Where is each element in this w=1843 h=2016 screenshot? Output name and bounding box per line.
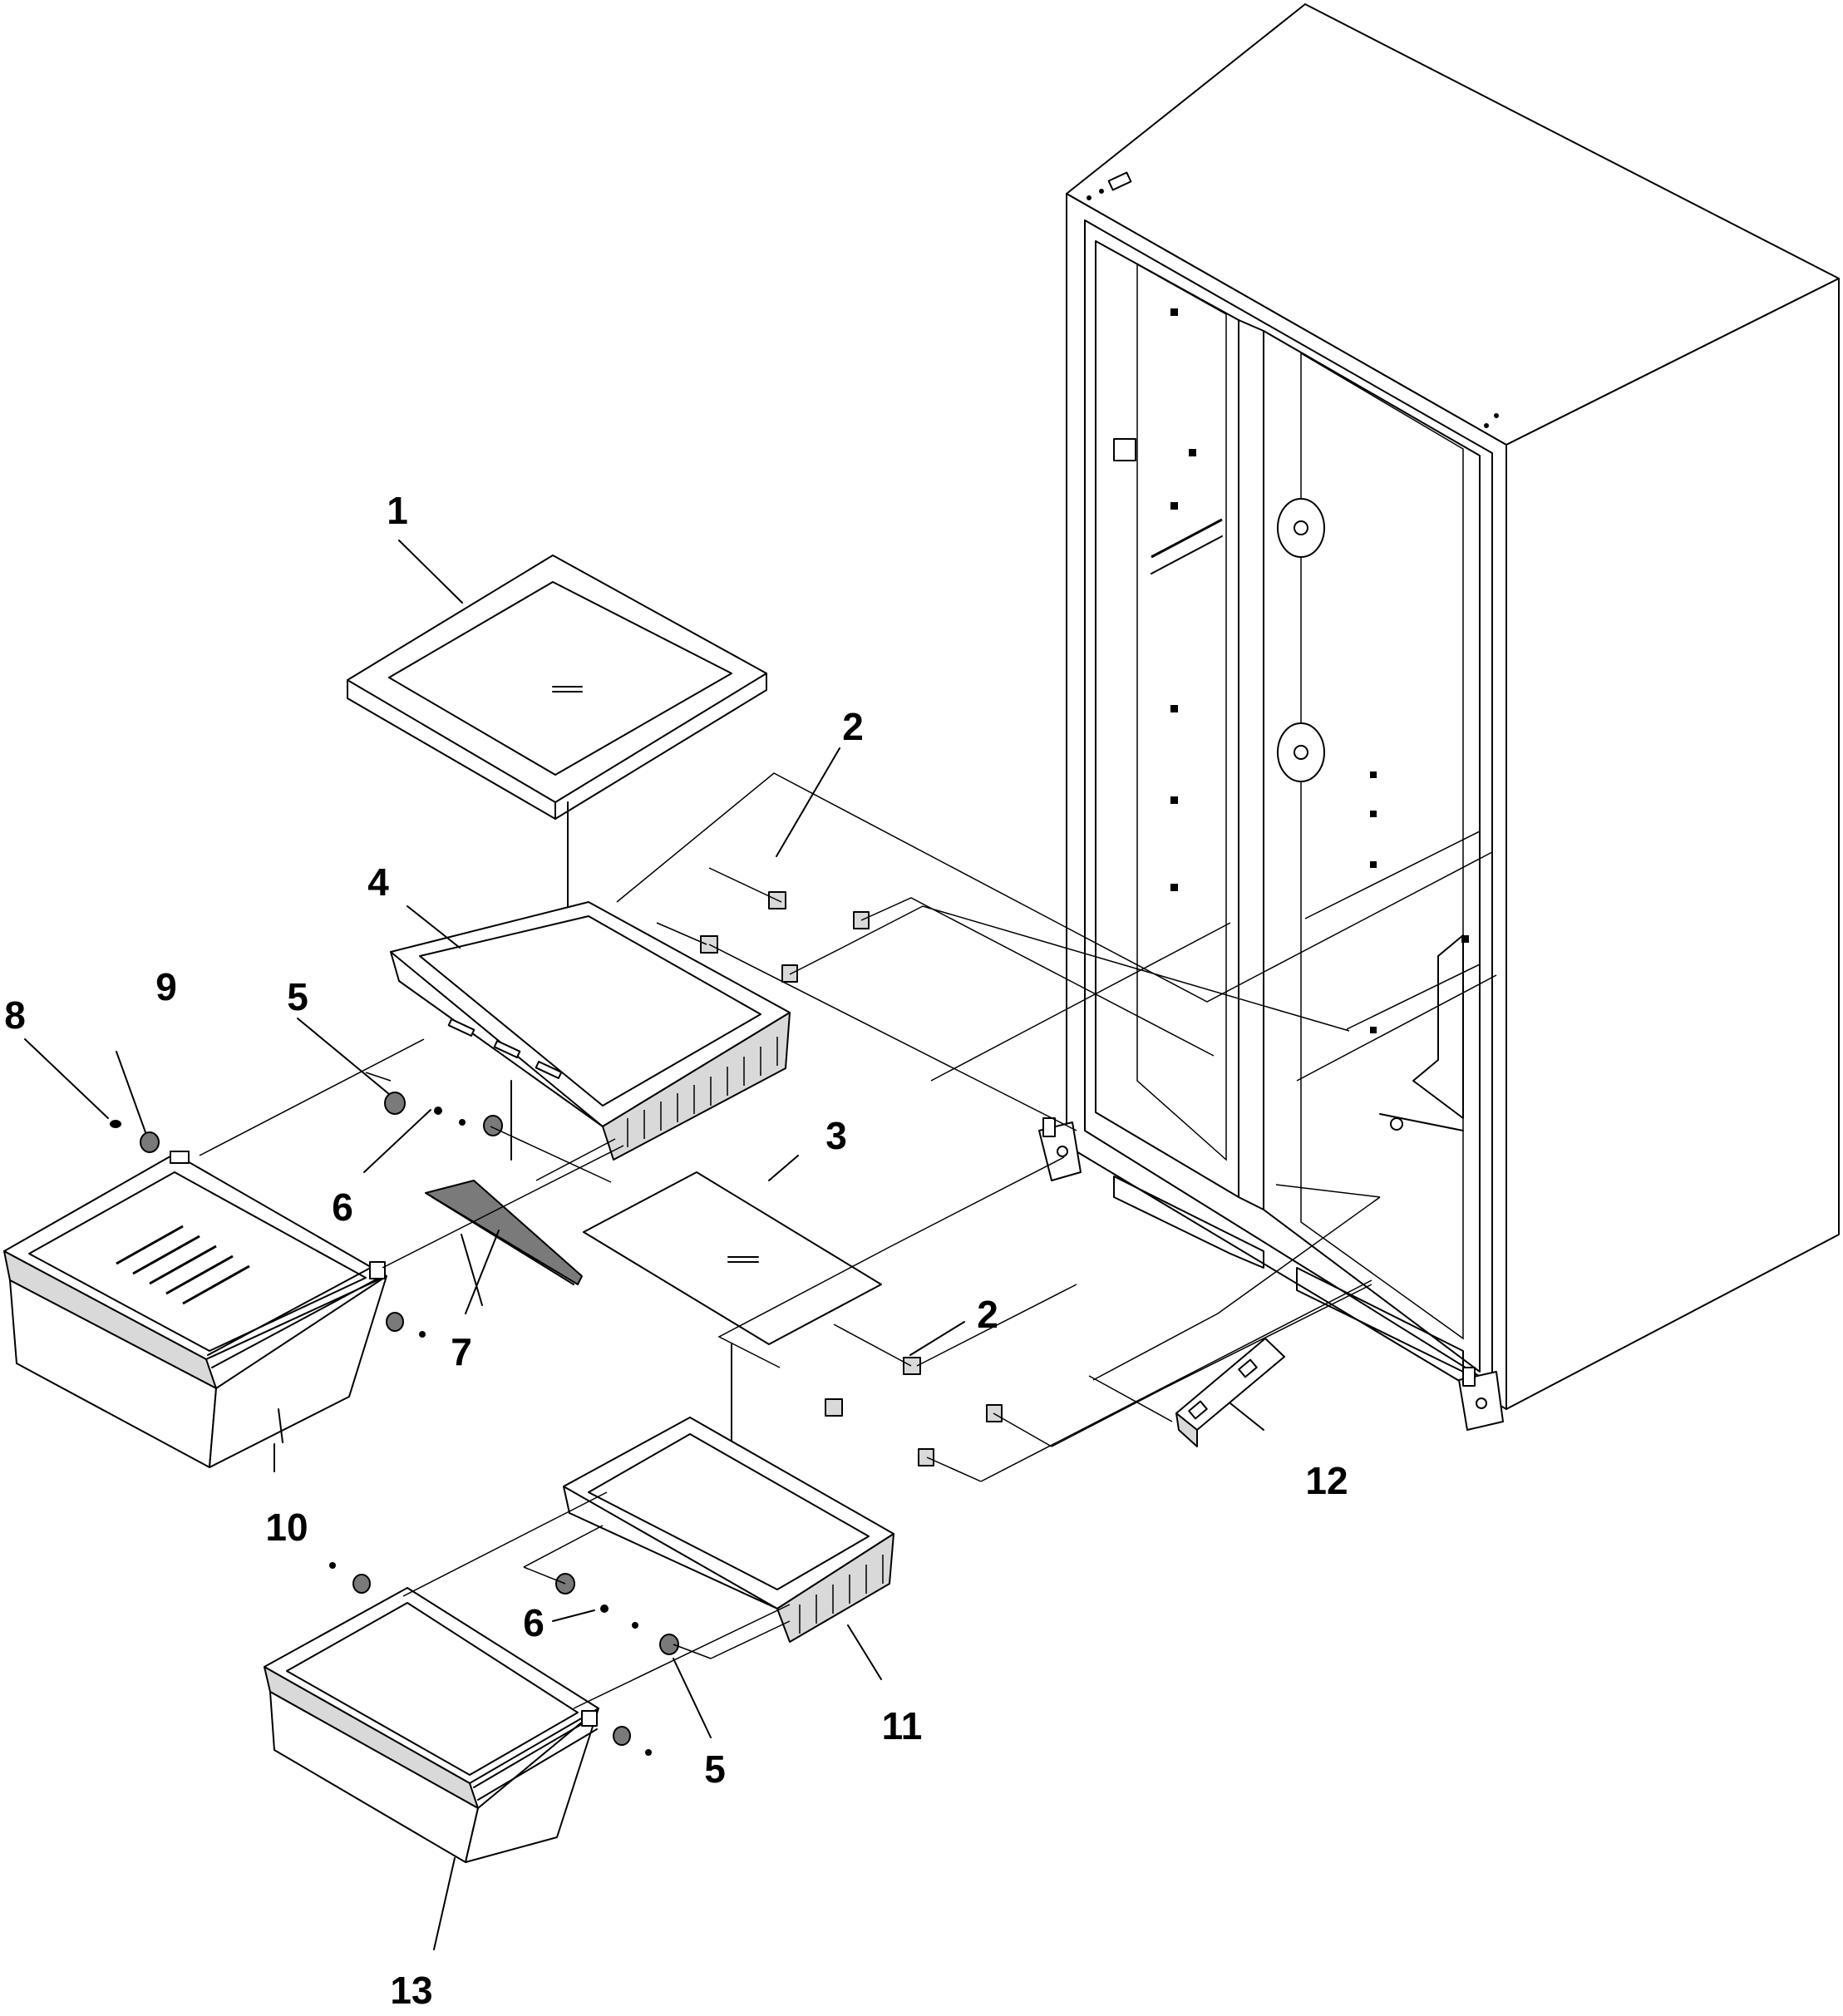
- callout-4: 4: [367, 860, 389, 904]
- part-10-crisper-drawer-upper: [3, 1151, 387, 1468]
- callout-13: 13: [390, 1969, 432, 2012]
- callout-12: 12: [1305, 1459, 1348, 1502]
- callout-9: 9: [155, 965, 177, 1008]
- callout-leaders: [24, 540, 1264, 1950]
- callout-8: 8: [4, 993, 26, 1037]
- callout-2: 2: [977, 1293, 998, 1336]
- callout-3: 3: [825, 1114, 847, 1157]
- callout-6: 6: [523, 1601, 545, 1644]
- part-1-glass-shelf: [347, 555, 767, 978]
- callout-6: 6: [332, 1185, 353, 1229]
- callout-5: 5: [287, 975, 308, 1018]
- callout-5: 5: [704, 1747, 726, 1791]
- callout-7: 7: [451, 1330, 472, 1373]
- part-4-pan-frame-upper: [390, 901, 791, 1161]
- part-12-bracket: [1175, 1338, 1285, 1447]
- refrigerator-cabinet: [1038, 3, 1840, 1431]
- callout-2: 2: [842, 705, 864, 748]
- part-11-pan-frame-lower: [563, 1417, 894, 1643]
- assembly-lines: [199, 772, 1497, 1709]
- callout-1: 1: [387, 489, 408, 532]
- hardware-parts: [110, 891, 1003, 1756]
- callout-11: 11: [882, 1704, 923, 1747]
- part-7-rod: [425, 1180, 583, 1306]
- callout-labels: 1 2 2 3 4 5 5 6 6 7 8 9 10 11 12 13: [4, 489, 1348, 2012]
- callout-10: 10: [265, 1506, 308, 1549]
- part-13-crisper-drawer-lower: [264, 1587, 599, 1863]
